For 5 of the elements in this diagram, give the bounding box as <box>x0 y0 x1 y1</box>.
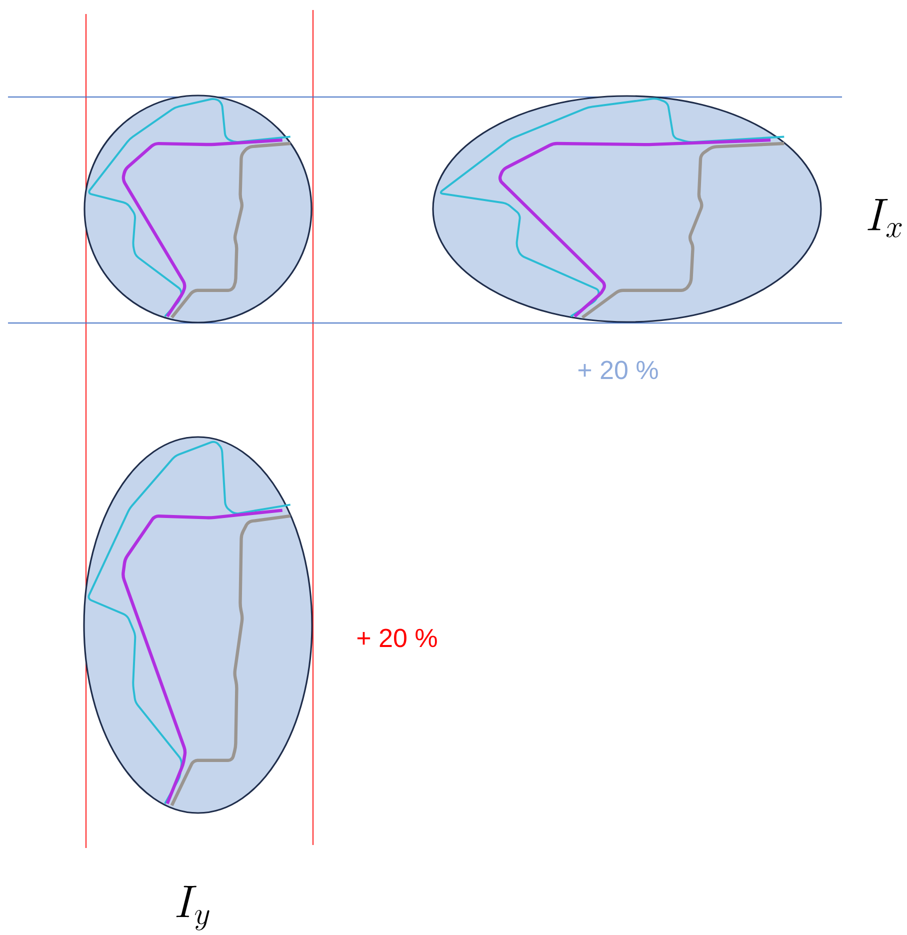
axis-label: $I_x$ <box>868 199 902 238</box>
percentage-label: + 20 % <box>357 628 437 648</box>
axis-label: $I_y$ <box>176 886 210 930</box>
percentage-label: + 20 % <box>578 360 658 380</box>
circle-shape <box>84 94 312 324</box>
